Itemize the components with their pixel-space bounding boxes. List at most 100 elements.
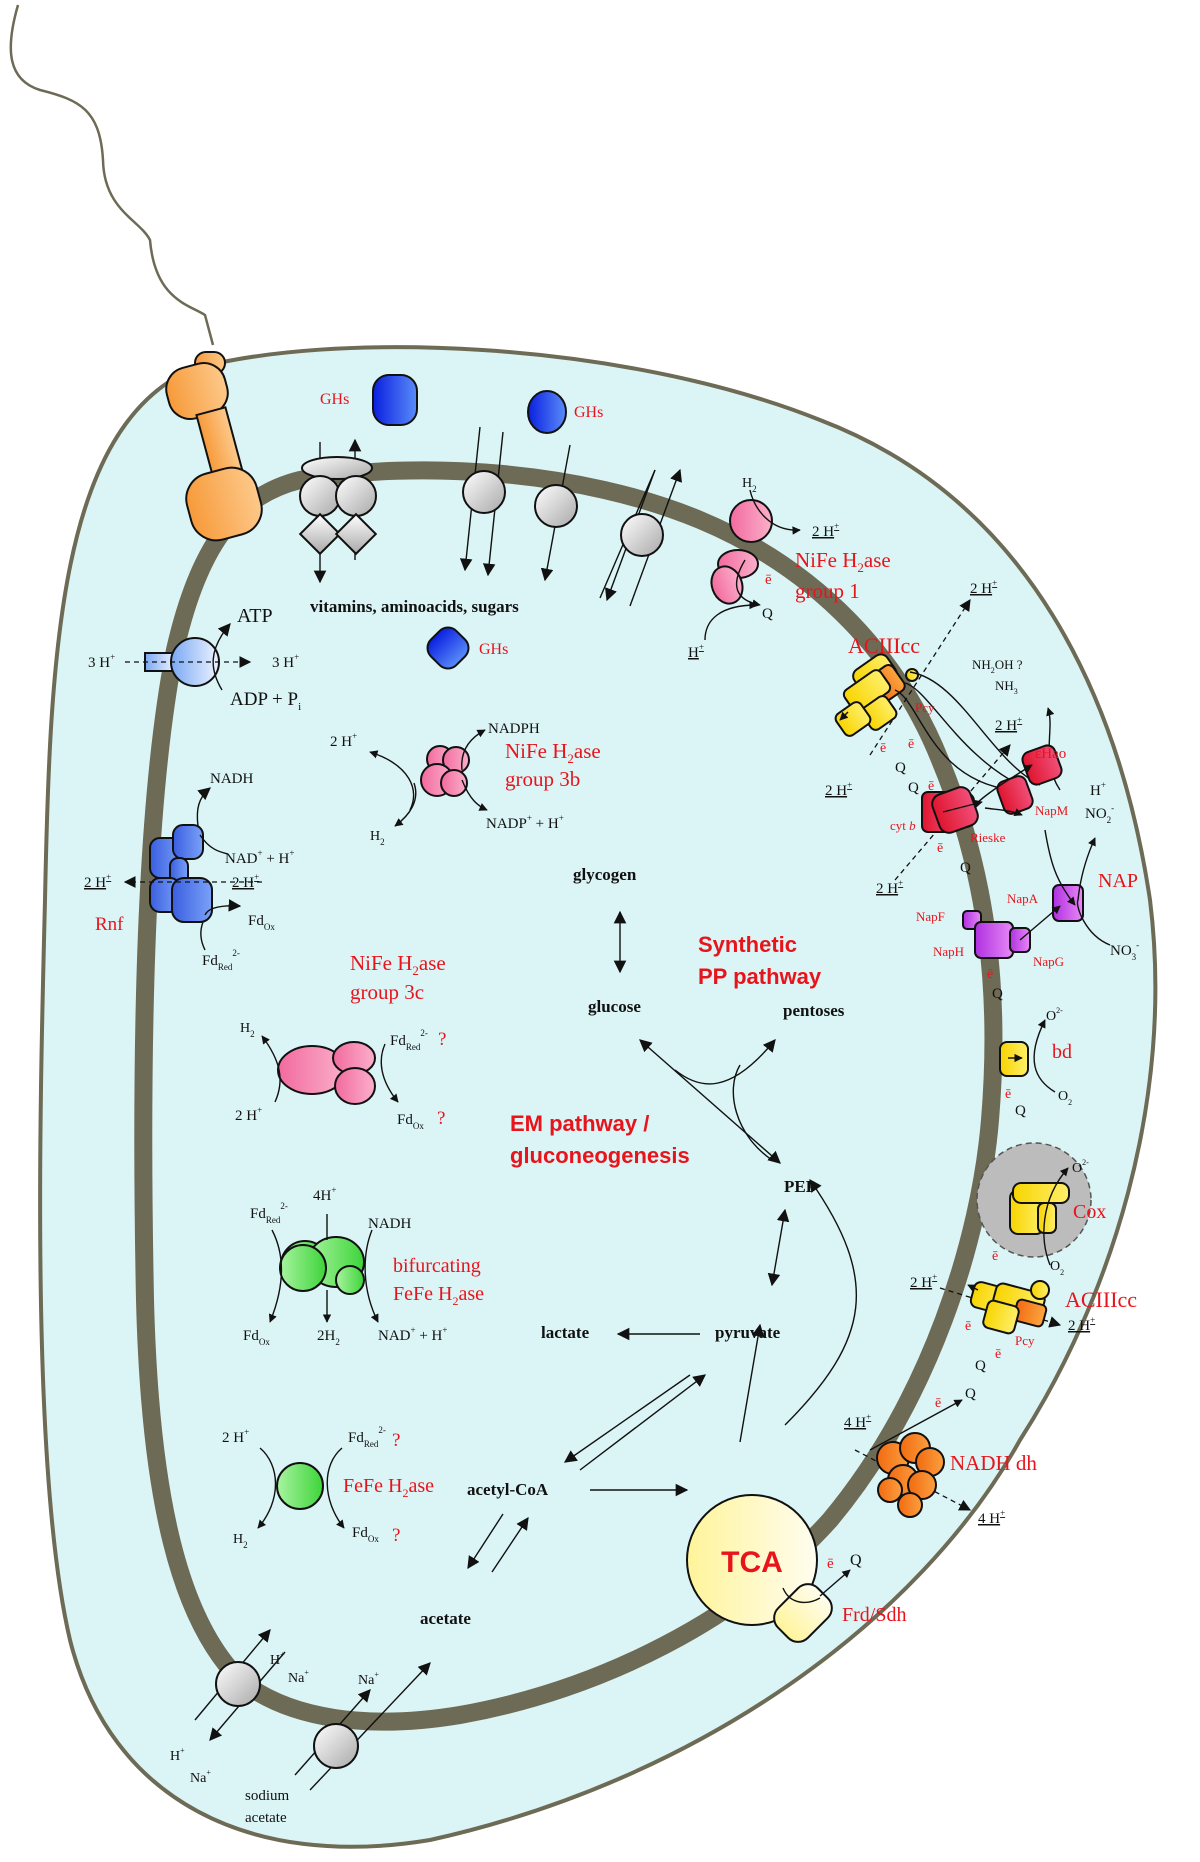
nife1-2h-label: 2 H+ <box>812 521 839 540</box>
nife1-electron-label: ē <box>765 572 772 588</box>
acetate-ext-label: acetate <box>245 1810 287 1826</box>
aciii-bottom-quinone-2: Q <box>965 1386 976 1402</box>
na-h-antiporter: H+ Na+ H+ Na+ <box>170 1629 309 1786</box>
cytochrome-bc-complex: ē cyt b Rieske εHao NapM ē Q 2 H+ 2 H+ H… <box>876 715 1114 897</box>
ghs-enzyme-1: GHs <box>320 374 418 426</box>
metabolite-lactate: lactate <box>541 1323 590 1342</box>
nadh-dh-label: NADH dh <box>950 1451 1037 1475</box>
pcy-bottom-label: Pcy <box>1015 1333 1035 1348</box>
synthetic-pp-label-1: Synthetic <box>698 932 797 957</box>
bifurcating-fefe-h2ase: FdRed2- 4H+ NADH FdOx 2H2 NAD+ + H+ bifu… <box>243 1185 484 1347</box>
antiporter-na-in: Na+ <box>190 1768 211 1786</box>
cytb-label: cyt b <box>890 818 916 833</box>
cox-electron: ē <box>992 1249 998 1264</box>
em-pathway-label-2: gluconeogenesis <box>510 1143 690 1168</box>
flagellar-motor <box>165 351 263 542</box>
rnf-fdred-label: FdRed2- <box>202 948 240 972</box>
metabolite-pyruvate: pyruvate <box>715 1323 781 1342</box>
fefe-h2-label: H2 <box>233 1532 248 1550</box>
bif-fdox-label: FdOx <box>243 1328 270 1347</box>
aciii-top-quinone-2: Q <box>908 780 919 796</box>
h3-in-label: 3 H+ <box>88 652 115 671</box>
antiporter-h-in: H+ <box>170 1746 185 1764</box>
fefe-fdred-question: ? <box>392 1430 400 1451</box>
nife1-hplus-label: H+ <box>688 642 704 661</box>
nife3c-fdox-label: FdOx <box>397 1112 424 1131</box>
no2-label: NO2- <box>1085 803 1114 825</box>
rnf-complex: NADH NAD+ + H+ 2 H+ 2 H+ FdOx FdRed2- Rn… <box>84 771 294 972</box>
aciii-complex-top: ACIIIcc Pcy 2 H+ 2 H+ ē ē Q Q <box>825 578 1041 799</box>
fefe-fdox-question: ? <box>392 1525 400 1546</box>
cytochrome-bd: O2- bd O2 ē Q <box>999 1006 1072 1119</box>
aciii-top-label: ACIIIcc <box>848 633 920 658</box>
nife3c-h2-label: H2 <box>240 1021 255 1039</box>
ghs-label-2: GHs <box>574 404 603 421</box>
rnf-fdox-label: FdOx <box>248 913 275 932</box>
nadh-4h-in: 4 H+ <box>844 1412 871 1431</box>
napm-label: NapM <box>1035 803 1069 818</box>
fefe-title: FeFe H2ase <box>343 1475 434 1500</box>
aciii-bottom-quinone-1: Q <box>975 1358 986 1374</box>
nife-h2ase-group3b: 2 H+ H2 NADPH NADP+ + H+ NiFe H2ase grou… <box>330 721 601 847</box>
nadh-electron: ē <box>935 1396 941 1411</box>
nife3b-nadp-label: NADP+ + H+ <box>486 813 564 832</box>
nife3c-fdred-question: ? <box>438 1029 446 1050</box>
ehao-label: εHao <box>1035 746 1066 762</box>
transport-products-label: vitamins, aminoacids, sugars <box>310 597 519 616</box>
antiporter-h-out: H+ <box>270 1650 285 1668</box>
cox-o2minus-label: O2- <box>1072 1158 1089 1176</box>
nife3b-group: group 3b <box>505 767 580 791</box>
h3-out-label: 3 H+ <box>272 652 299 671</box>
aciii-bottom-2h-out: 2 H+ <box>1068 1315 1095 1334</box>
transporter-3 <box>599 468 683 607</box>
adp-pi-label: ADP + Pi <box>230 689 301 713</box>
tca-cycle: TCA ē Q Frd/Sdh <box>686 1494 906 1643</box>
bd-quinone: Q <box>1015 1103 1026 1119</box>
nife3b-nadph-label: NADPH <box>488 721 540 737</box>
aciii-bottom-electron-1: ē <box>965 1319 971 1334</box>
bif-4h-label: 4H+ <box>313 1185 336 1204</box>
nife3c-group: group 3c <box>350 980 424 1004</box>
nife3b-title: NiFe H2ase <box>505 739 601 766</box>
ghs-label-1: GHs <box>320 391 349 408</box>
nife1-group: group 1 <box>795 579 860 603</box>
aciii-top-electron-1: ē <box>880 741 886 756</box>
nife3b-h2-label: H2 <box>370 829 385 847</box>
sodium-label: sodium <box>245 1788 290 1804</box>
bd-electron: ē <box>1005 1087 1011 1102</box>
fefe-2h-label: 2 H+ <box>222 1427 249 1446</box>
nife1-title: NiFe H2ase <box>795 548 891 575</box>
synthetic-pp-label-2: PP pathway <box>698 964 822 989</box>
aciii-bottom-electron-2: ē <box>995 1347 1001 1362</box>
central-metabolism: glycogen glucose pentoses Synthetic PP p… <box>420 865 858 1628</box>
nife3c-fdred-label: FdRed2- <box>390 1028 428 1052</box>
bif-title-1: bifurcating <box>393 1255 481 1277</box>
cyt-2h-out: 2 H+ <box>995 715 1022 734</box>
rnf-2h-in-label: 2 H+ <box>232 872 259 891</box>
frd-electron-label: ē <box>827 1556 834 1572</box>
rnf-nad-label: NAD+ + H+ <box>225 848 294 867</box>
transporter-2 <box>534 444 578 582</box>
metabolite-acetyl-coa: acetyl-CoA <box>467 1480 549 1499</box>
nap-complex: NAP NapA NapF NapH NapG NO3- ē Q <box>916 829 1139 1002</box>
aciii-top-2h-out: 2 H+ <box>970 578 997 597</box>
aciii-top-2h-in: 2 H+ <box>825 780 852 799</box>
naph-label: NapH <box>933 944 964 959</box>
fefe-h2ase: 2 H+ H2 FdRed2- ? FdOx ? FeFe H2ase <box>222 1425 434 1550</box>
nife3b-2h-label: 2 H+ <box>330 731 357 750</box>
cox-label: Cox <box>1073 1201 1106 1223</box>
frd-quinone-label: Q <box>850 1552 862 1569</box>
bif-2h2-label: 2H2 <box>317 1328 340 1347</box>
cytochrome-oxidase-cox: O2- Cox O2 ē <box>976 1142 1106 1277</box>
metabolite-pep: PEP <box>784 1177 816 1196</box>
rnf-nadh-label: NADH <box>210 771 253 787</box>
nife-h2ase-group3c: H2 2 H+ FdRed2- ? FdOx ? NiFe H2ase grou… <box>235 951 446 1131</box>
no3-label: NO3- <box>1110 940 1139 962</box>
cyt-electron-top: ē <box>928 779 934 794</box>
nap-quinone: Q <box>992 986 1003 1002</box>
nife-h2ase-group1: H2 2 H+ H+ ē Q NiFe H2ase group 1 <box>688 476 891 661</box>
cox-o2-label: O2 <box>1050 1259 1064 1277</box>
nap-electron: ē <box>987 967 993 982</box>
bif-nadh-label: NADH <box>368 1216 411 1232</box>
bif-fdred-label: FdRed2- <box>250 1201 288 1225</box>
